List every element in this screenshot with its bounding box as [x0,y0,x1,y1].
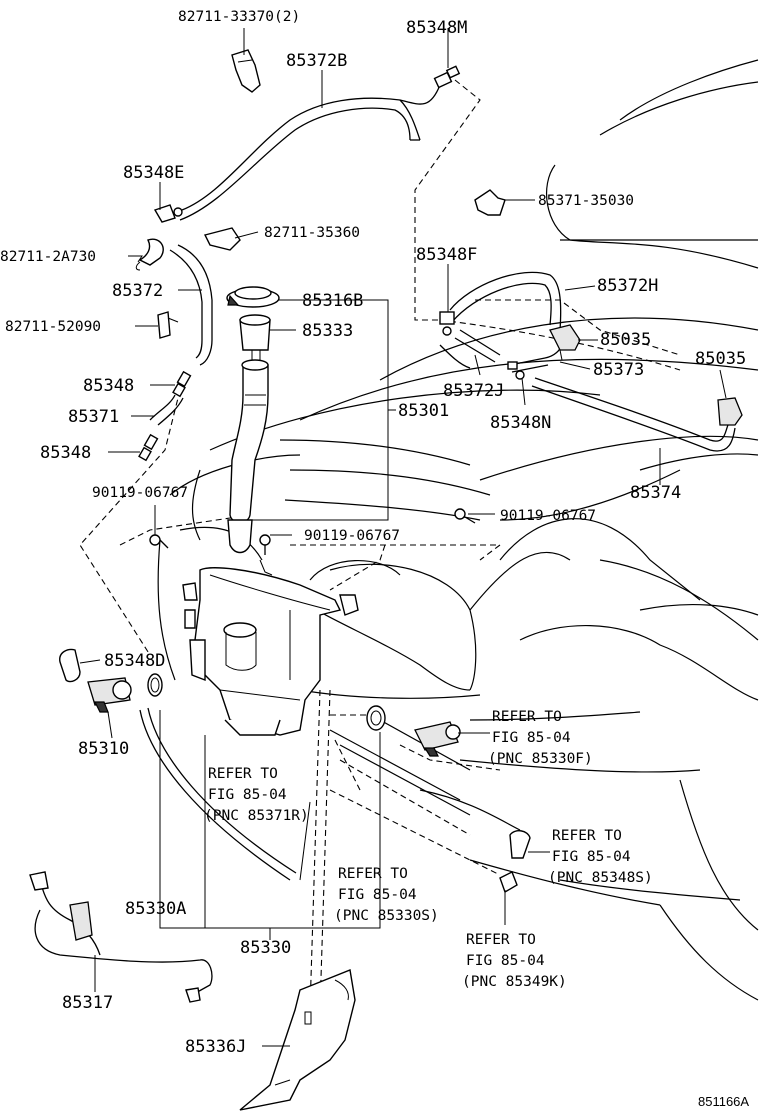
hose-85374 [531,377,736,452]
label-90119-c: 90119-06767 [500,508,596,524]
label-85035-a: 85035 [600,330,651,350]
nozzle-85035-a [549,324,581,361]
label-85372H: 85372H [597,276,658,296]
wire-85317 [29,871,213,1003]
svg-text:FIG 85-04: FIG 85-04 [552,849,631,865]
clamp-85371-35030 [474,189,506,216]
label-82711-52090: 82711-52090 [5,319,101,335]
label-85372: 85372 [112,281,163,301]
label-85348M: 85348M [406,18,467,38]
bolt-90119-c [454,508,476,524]
label-85348-a: 85348 [83,376,134,396]
connector-85348-a [172,370,192,398]
svg-text:FIG 85-04: FIG 85-04 [492,730,571,746]
connector-85348F [439,311,455,336]
vehicle-body-outline [157,59,759,1001]
connector-85349K [499,871,518,894]
refer-note-85349K: REFER TO FIG 85-04 (PNC 85349K) [462,932,567,990]
connector-85348-b [138,433,159,462]
cap-85316B [226,286,280,308]
connector-85348N [507,361,525,380]
clamp-82711-2A730 [135,238,164,271]
clamp-82711-35360 [203,227,241,251]
label-90119-b: 90119-06767 [304,528,400,544]
washer-tank [182,559,359,736]
label-85330A: 85330A [125,899,186,919]
hose-85372B [179,84,441,221]
label-85316B: 85316B [302,291,363,311]
connector-85348E [153,204,183,223]
bracket-85336J [239,969,356,1111]
leader-lines [79,28,727,1047]
svg-text:REFER TO: REFER TO [552,828,622,844]
svg-text:(PNC 85330F): (PNC 85330F) [488,751,593,767]
svg-text:REFER TO: REFER TO [208,766,278,782]
refer-note-85371R: REFER TO FIG 85-04 (PNC 85371R) [204,766,309,824]
part-labels: 82711-33370(2) 85348M 85372B 85348E 8537… [0,9,746,1057]
pump-right [414,721,461,757]
svg-text:(PNC 85330S): (PNC 85330S) [334,908,439,924]
svg-text:REFER TO: REFER TO [338,866,408,882]
bolt-90119-b [259,534,271,555]
label-85333: 85333 [302,321,353,341]
hose-85372 [169,244,213,366]
svg-text:FIG 85-04: FIG 85-04 [208,787,287,803]
label-85310: 85310 [78,739,129,759]
hose-85372J [439,329,501,369]
svg-text:REFER TO: REFER TO [466,932,536,948]
filler-neck [227,359,269,554]
label-90119-a: 90119-06767 [92,485,188,501]
label-82711-2A730: 82711-2A730 [0,249,96,265]
label-85336J: 85336J [185,1037,246,1057]
label-82711-35360: 82711-35360 [264,225,360,241]
clip-82711-52090 [157,311,179,339]
hose-85372H [449,271,562,331]
svg-text:FIG 85-04: FIG 85-04 [338,887,417,903]
label-85371: 85371 [68,407,119,427]
label-85372J: 85372J [443,381,504,401]
label-85371-35030: 85371-35030 [538,193,634,209]
refer-note-85348S: REFER TO FIG 85-04 (PNC 85348S) [548,828,653,886]
label-85348E: 85348E [123,163,184,183]
label-85035-b: 85035 [695,349,746,369]
dashed-boundary-lines [79,79,681,1011]
label-85374: 85374 [630,483,681,503]
label-85348-b: 85348 [40,443,91,463]
label-85348D: 85348D [104,651,165,671]
connector-85348M [433,65,461,89]
clamp-82711-33370 [231,49,261,93]
hose-85348S [509,830,531,859]
hose-85348D [59,648,81,683]
refer-note-85330F: REFER TO FIG 85-04 (PNC 85330F) [488,709,593,767]
hose-85373 [509,344,563,373]
label-85348F: 85348F [416,245,477,265]
grommet-left [147,673,163,697]
hose-85371 [149,394,184,426]
label-85372B: 85372B [286,51,347,71]
label-85317: 85317 [62,993,113,1013]
label-85373: 85373 [593,360,644,380]
svg-text:REFER TO: REFER TO [492,709,562,725]
refer-note-85330S: REFER TO FIG 85-04 (PNC 85330S) [334,866,439,924]
pump-85310 [87,677,132,713]
label-82711-33370: 82711-33370(2) [178,9,300,25]
label-85301: 85301 [398,401,449,421]
strainer-85333 [239,314,271,361]
grommet-right [366,705,386,731]
diagram-code: 851166A [698,1094,749,1109]
tube-85330A [139,707,297,881]
nozzle-85035-b [717,397,743,426]
svg-text:(PNC 85348S): (PNC 85348S) [548,870,653,886]
label-85348N: 85348N [490,413,551,433]
svg-text:FIG 85-04: FIG 85-04 [466,953,545,969]
svg-text:(PNC 85349K): (PNC 85349K) [462,974,567,990]
svg-text:(PNC 85371R): (PNC 85371R) [204,808,309,824]
label-85330: 85330 [240,938,291,958]
